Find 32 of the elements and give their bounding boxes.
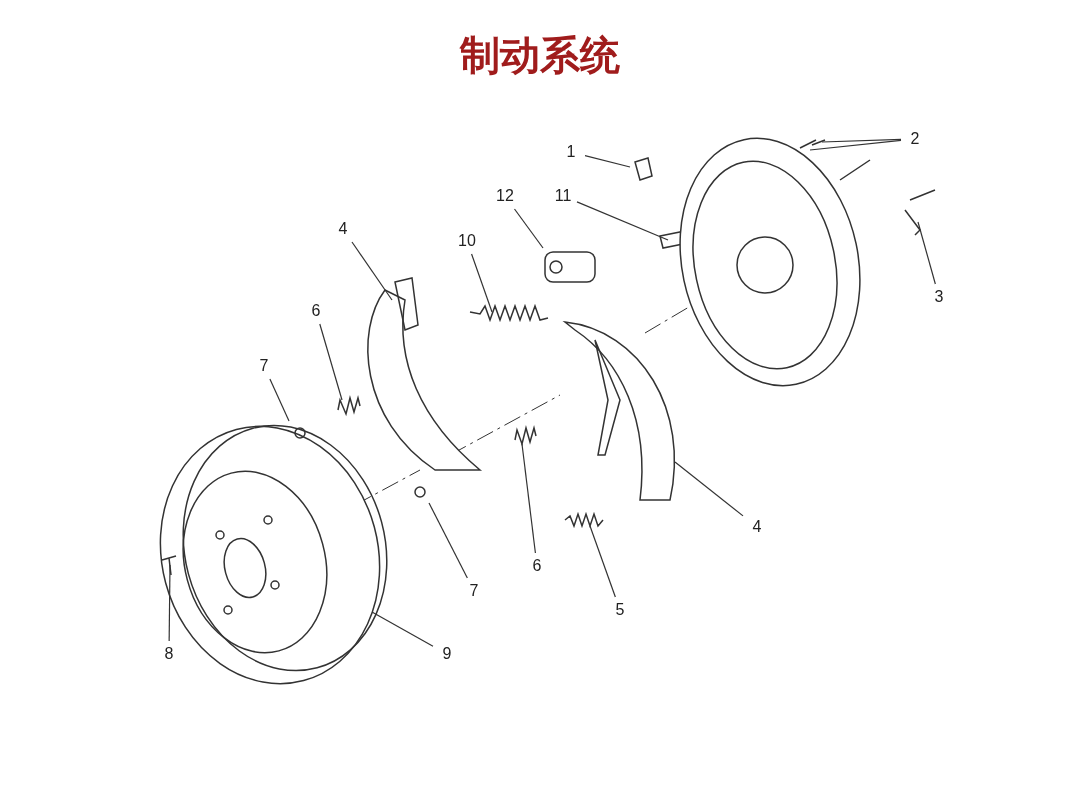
callout-number: 12 bbox=[493, 185, 517, 207]
callout-number: 4 bbox=[331, 218, 355, 240]
callout-number: 4 bbox=[745, 516, 769, 538]
leader-line bbox=[674, 461, 744, 517]
callout-number: 2 bbox=[903, 128, 927, 150]
leader-line bbox=[513, 208, 544, 249]
leader-line bbox=[168, 564, 171, 642]
callout-number: 3 bbox=[927, 286, 951, 308]
leader-line bbox=[589, 525, 616, 598]
title: 制动系统 bbox=[458, 31, 621, 80]
leader-line bbox=[428, 502, 468, 579]
leader-line bbox=[809, 139, 902, 151]
leader-line bbox=[351, 241, 393, 301]
callout-number: 1 bbox=[559, 141, 583, 163]
leader-line bbox=[319, 323, 343, 401]
leader-line bbox=[584, 154, 631, 168]
leader-line bbox=[821, 138, 902, 143]
leader-line bbox=[371, 611, 434, 647]
callout-number: 5 bbox=[608, 599, 632, 621]
callout-number: 9 bbox=[435, 643, 459, 665]
callout-number: 8 bbox=[157, 643, 181, 665]
callout-number: 6 bbox=[304, 300, 328, 322]
callout-number: 11 bbox=[551, 185, 575, 207]
callout-number: 7 bbox=[252, 355, 276, 377]
leader-line bbox=[521, 443, 536, 554]
leader-line bbox=[269, 378, 290, 422]
leader-line bbox=[917, 221, 936, 285]
leader-line bbox=[470, 253, 493, 313]
callout-number: 6 bbox=[525, 555, 549, 577]
leader-line bbox=[576, 201, 669, 241]
callout-number: 7 bbox=[462, 580, 486, 602]
callout-number: 10 bbox=[455, 230, 479, 252]
